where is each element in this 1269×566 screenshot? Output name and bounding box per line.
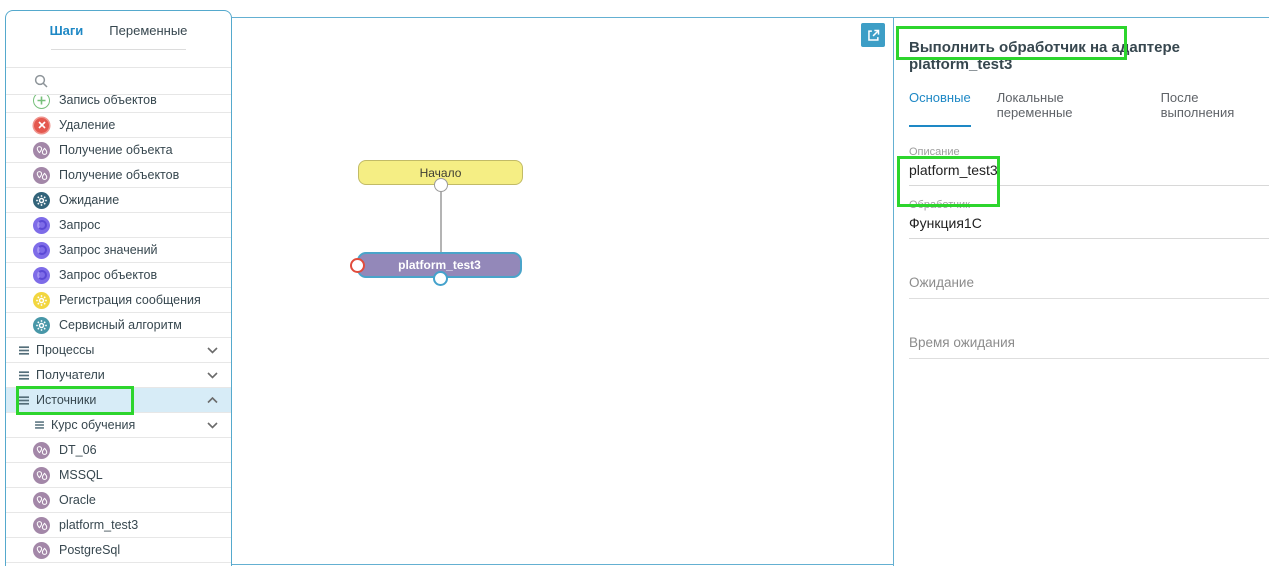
list-item-label: platform_test3 — [59, 518, 139, 532]
node-step-input-port[interactable] — [350, 258, 365, 273]
field-value[interactable]: platform_test3 — [909, 162, 1269, 186]
waiting-time-field[interactable]: Время ожидания — [909, 335, 1269, 359]
list-item[interactable]: Сервисный алгоритм — [6, 313, 231, 338]
menu-icon — [19, 395, 29, 405]
list-item-label: Получение объекта — [59, 143, 173, 157]
list-item-label: MSSQL — [59, 468, 103, 482]
tab-main[interactable]: Основные — [909, 90, 971, 127]
tabs-divider — [51, 49, 186, 50]
sidebar-tabs: Шаги Переменные — [6, 11, 231, 49]
list-item[interactable]: MSSQL — [6, 463, 231, 488]
panel-title: Выполнить обработчик на адаптере platfor… — [909, 39, 1181, 73]
waiting-field[interactable]: Ожидание — [909, 275, 1269, 299]
query-circle-icon — [33, 216, 50, 234]
query-circle-icon — [33, 266, 50, 284]
gear-teal-icon — [33, 316, 50, 334]
pins-circle-icon — [33, 141, 50, 159]
panel-fields: Описание platform_test3 Обработчик Функц… — [909, 146, 1269, 359]
search-input[interactable] — [6, 68, 231, 94]
field-placeholder: Ожидание — [909, 275, 1269, 299]
list-item-label: DT_06 — [59, 443, 97, 457]
list-item-label: Запись объектов — [59, 95, 157, 107]
open-in-new-icon — [867, 29, 880, 42]
steps-list: Запись объектов Удаление Получение объек… — [6, 95, 231, 563]
list-item[interactable]: Удаление — [6, 113, 231, 138]
gear-dark-icon — [33, 191, 50, 209]
steps-sidebar: Шаги Переменные Запись объектов У — [5, 10, 232, 566]
group-training-course[interactable]: Курс обучения — [6, 413, 231, 438]
chevron-down-icon[interactable] — [207, 346, 218, 354]
list-item[interactable]: platform_test3 — [6, 513, 231, 538]
list-item[interactable]: Запрос объектов — [6, 263, 231, 288]
list-item-label: Получение объектов — [59, 168, 180, 182]
list-item[interactable]: Oracle — [6, 488, 231, 513]
list-item-label: Запрос объектов — [59, 268, 158, 282]
list-item[interactable]: Запрос — [6, 213, 231, 238]
list-item-label: Удаление — [59, 118, 116, 132]
list-item-label: Ожидание — [59, 193, 120, 207]
group-processes[interactable]: Процессы — [6, 338, 231, 363]
list-item-label: PostgreSql — [59, 543, 121, 557]
query-circle-icon — [33, 241, 50, 259]
list-item[interactable]: Получение объектов — [6, 163, 231, 188]
menu-icon — [35, 421, 44, 429]
group-label: Процессы — [36, 343, 95, 357]
group-label: Курс обучения — [51, 418, 136, 432]
pins-circle-icon — [33, 166, 50, 184]
field-value[interactable]: Функция1С — [909, 215, 1269, 239]
pins-circle-icon — [33, 541, 50, 559]
handler-field[interactable]: Обработчик Функция1С — [909, 199, 1269, 239]
pins-circle-icon — [33, 441, 50, 459]
list-item[interactable]: PostgreSql — [6, 538, 231, 563]
plus-circle-icon — [33, 95, 50, 109]
gear-yellow-icon — [33, 291, 50, 309]
field-label: Описание — [909, 146, 960, 158]
properties-panel: Выполнить обработчик на адаптере platfor… — [893, 17, 1269, 566]
list-item[interactable]: Получение объекта — [6, 138, 231, 163]
divider — [6, 94, 231, 95]
delete-circle-icon — [34, 117, 49, 133]
pins-circle-icon — [33, 491, 50, 509]
node-start-output-port[interactable] — [434, 178, 448, 192]
menu-icon — [19, 370, 29, 380]
list-item-label: Регистрация сообщения — [59, 293, 201, 307]
group-sources[interactable]: Источники — [6, 388, 231, 413]
group-receivers[interactable]: Получатели — [6, 363, 231, 388]
chevron-down-icon[interactable] — [207, 371, 218, 379]
list-item[interactable]: Запись объектов — [6, 95, 231, 113]
search-icon — [33, 73, 49, 89]
tab-local-variables[interactable]: Локальные переменные — [996, 90, 1073, 120]
pins-circle-icon — [33, 516, 50, 534]
chevron-down-icon[interactable] — [207, 421, 218, 429]
pins-circle-icon — [33, 466, 50, 484]
list-item[interactable]: Регистрация сообщения — [6, 288, 231, 313]
panel-tabs: Основные Локальные переменные После выпо… — [909, 90, 1269, 127]
list-item-label: Oracle — [59, 493, 96, 507]
field-placeholder: Время ожидания — [909, 335, 1269, 359]
divider — [6, 67, 231, 68]
flow-edge — [440, 190, 442, 252]
node-step-output-port[interactable] — [433, 271, 448, 286]
list-item-label: Запрос — [59, 218, 101, 232]
tab-after-execution[interactable]: После выполнения — [1160, 90, 1235, 120]
field-label: Обработчик — [909, 199, 970, 211]
list-item[interactable]: DT_06 — [6, 438, 231, 463]
group-label: Получатели — [36, 368, 105, 382]
list-item[interactable]: Ожидание — [6, 188, 231, 213]
list-item-label: Сервисный алгоритм — [59, 318, 182, 332]
tab-variables[interactable]: Переменные — [109, 22, 188, 38]
description-field[interactable]: Описание platform_test3 — [909, 146, 1269, 186]
group-label: Источники — [36, 393, 97, 407]
expand-canvas-button[interactable] — [861, 23, 885, 47]
node-label: platform_test3 — [398, 258, 481, 272]
chevron-up-icon[interactable] — [207, 396, 218, 404]
flow-canvas[interactable]: Начало platform_test3 — [232, 17, 894, 565]
menu-icon — [19, 345, 29, 355]
node-label: Начало — [419, 165, 462, 180]
tab-steps[interactable]: Шаги — [49, 22, 84, 38]
list-item-label: Запрос значений — [59, 243, 158, 257]
list-item[interactable]: Запрос значений — [6, 238, 231, 263]
